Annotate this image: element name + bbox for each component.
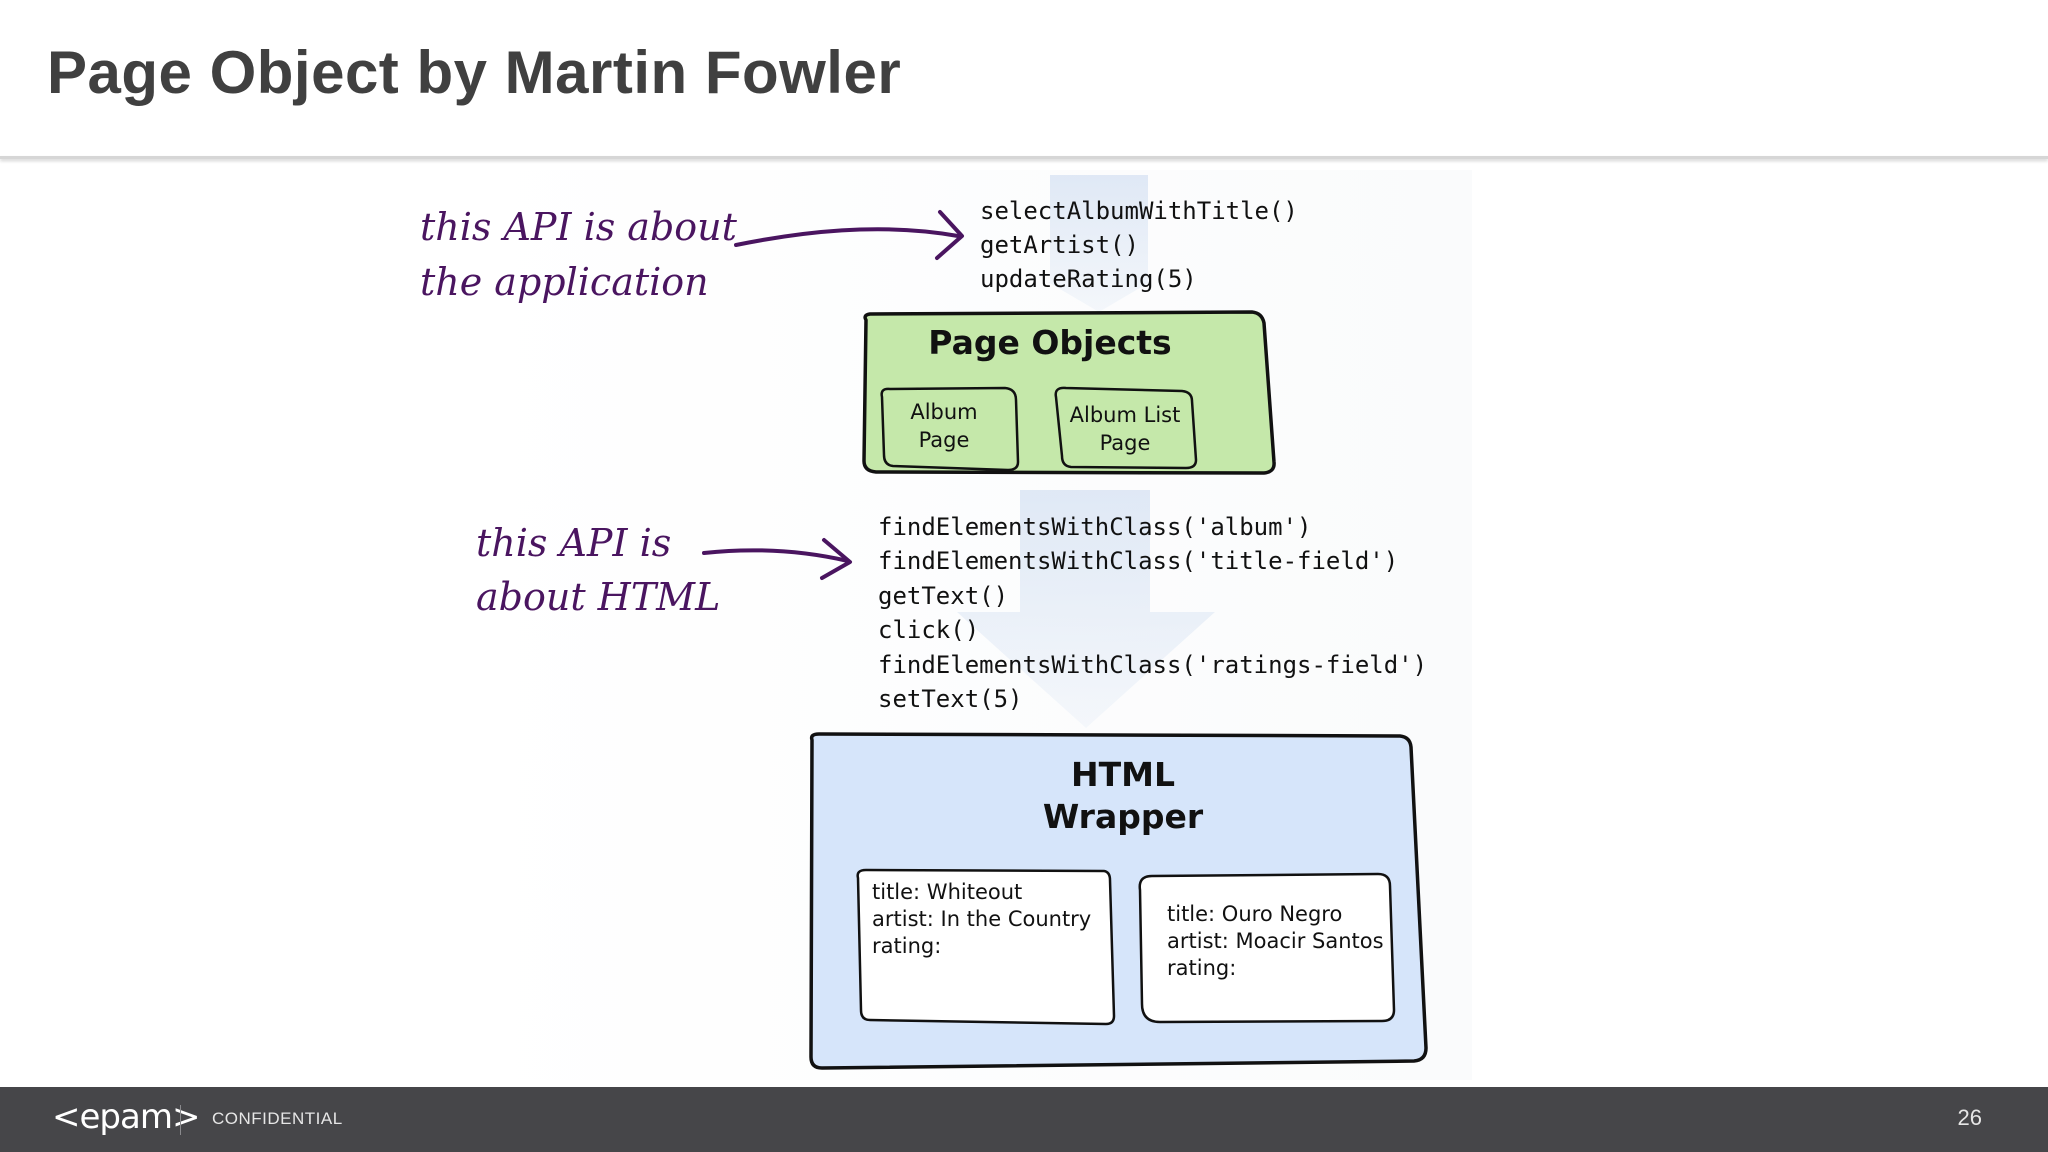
svg-text:the application: the application xyxy=(420,260,709,304)
epam-logo: <epam> xyxy=(52,1097,200,1137)
record-2-rating: rating: xyxy=(1167,956,1236,980)
note-application: this API is about the application xyxy=(420,205,738,304)
call-click: click() xyxy=(878,616,979,644)
flow-arrow-bottom xyxy=(957,490,1215,728)
record-1-title: title: Whiteout xyxy=(872,880,1022,904)
html-wrapper-title-line2: Wrapper xyxy=(1043,797,1204,836)
page-objects-title: Page Objects xyxy=(928,323,1171,362)
html-wrapper-title-line1: HTML xyxy=(1071,755,1175,794)
note-html: this API is about HTML xyxy=(476,521,720,619)
title-divider xyxy=(0,156,2048,159)
album-record-box-1 xyxy=(856,868,1116,1026)
call-find-title-field: findElementsWithClass('title-field') xyxy=(878,547,1398,575)
call-get-text: getText() xyxy=(878,582,1008,610)
call-select-album: selectAlbumWithTitle() xyxy=(980,197,1298,225)
call-find-ratings-field: findElementsWithClass('ratings-field') xyxy=(878,651,1427,679)
record-1-artist: artist: In the Country xyxy=(872,907,1091,931)
record-1-rating: rating: xyxy=(872,934,941,958)
page-object-diagram: this API is about the application select… xyxy=(420,170,1472,1080)
call-find-album: findElementsWithClass('album') xyxy=(878,513,1311,541)
call-get-artist: getArtist() xyxy=(980,231,1139,259)
svg-text:this API is about: this API is about xyxy=(420,205,738,249)
record-2-artist: artist: Moacir Santos xyxy=(1167,929,1384,953)
page-objects-box: Page Objects Album Page Album List Page xyxy=(862,310,1276,475)
svg-text:Album: Album xyxy=(910,400,977,424)
svg-text:Page: Page xyxy=(1100,431,1151,455)
application-api-calls: selectAlbumWithTitle() getArtist() updat… xyxy=(980,197,1298,293)
page-number: 26 xyxy=(1957,1105,1982,1130)
confidential-label: CONFIDENTIAL xyxy=(212,1109,343,1128)
html-wrapper-box: HTML Wrapper title: Whiteout artist: In … xyxy=(809,732,1428,1070)
svg-text:about HTML: about HTML xyxy=(476,575,720,619)
svg-text:Page: Page xyxy=(919,428,970,452)
html-api-calls: findElementsWithClass('album') findEleme… xyxy=(878,513,1427,713)
footer-bar: <epam> CONFIDENTIAL 26 xyxy=(0,1087,2048,1152)
album-record-box-2 xyxy=(1138,872,1396,1024)
svg-text:Album List: Album List xyxy=(1070,403,1181,427)
flow-arrow-top xyxy=(1048,175,1150,312)
arrow-to-application-api xyxy=(734,210,964,260)
record-2-title: title: Ouro Negro xyxy=(1167,902,1342,926)
album-page-box xyxy=(880,386,1020,472)
album-list-page-box xyxy=(1054,386,1198,470)
call-set-text: setText(5) xyxy=(878,685,1023,713)
slide-title: Page Object by Martin Fowler xyxy=(47,39,902,106)
arrow-to-html-api xyxy=(702,538,852,580)
call-update-rating: updateRating(5) xyxy=(980,265,1197,293)
footer-divider xyxy=(180,1105,181,1135)
svg-text:this API is: this API is xyxy=(476,521,671,565)
